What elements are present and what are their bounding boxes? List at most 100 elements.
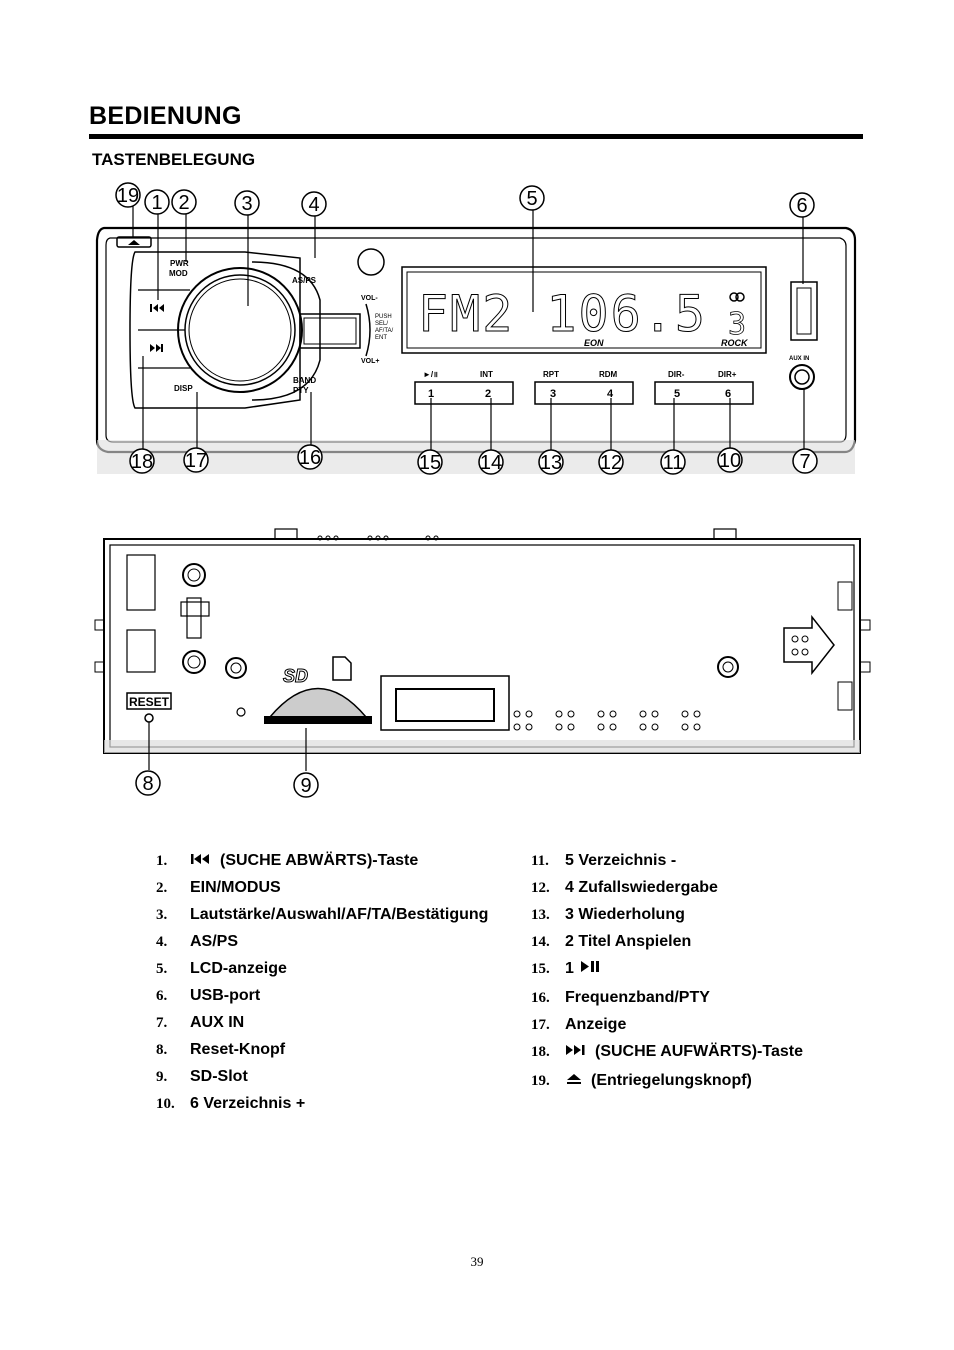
callout-number: 11 [663,452,684,474]
preset-label: RPT [543,370,559,379]
arrow-icon [783,614,835,676]
legend-item: 7.AUX IN [156,1014,244,1032]
disp-label: DISP [174,384,193,393]
legend-item: 5. LCD-anzeige [156,960,287,978]
legend-item: 19. (Entriegelungsknopf) [531,1072,752,1090]
legend-text: Lautstärke/Auswahl/AF/TA/Bestätigung [190,906,489,923]
legend-item: 12.4 Zufallswiedergabe [531,879,718,897]
preset-label: ►/॥ [423,370,438,379]
lcd-eon: EON [584,338,604,348]
legend-number: 6. [156,987,168,1004]
legend-number: 3. [156,906,168,923]
legend-text: 5 Verzeichnis - [565,852,677,869]
legend-item: 3. Lautstärke/Auswahl/AF/TA/Bestätigung [156,906,488,924]
preset-button-5-6[interactable] [654,381,754,405]
preset-number: 3 [550,388,556,400]
callout-circle [115,182,141,208]
legend-text: (SUCHE ABWÄRTS)-Taste [220,852,419,869]
usb-port[interactable] [790,281,818,341]
push-label: PUSH [375,314,392,320]
callout-number: 2 [178,192,189,214]
front-panel-diagram: PWR MOD DISP AS/PS BAND PTY VOL- VOL+ PU… [95,182,857,475]
callout-number: 19 [117,185,139,207]
legend-item: 2.EIN/MODUS [156,879,281,897]
legend-text: LCD-anzeige [190,960,287,977]
legend-item: 14. 2 Titel Anspielen [531,933,691,951]
callout-circle [792,448,818,474]
legend-text: (SUCHE AUFWÄRTS)-Taste [595,1043,803,1060]
volume-knob[interactable] [177,267,303,393]
callout-circle [417,449,443,475]
lcd-rock: ROCK [721,338,749,348]
callout-circle [717,447,743,473]
callout-circle [129,448,155,474]
page-number: 39 [470,1254,484,1269]
callout-circle [598,449,624,475]
legend-text: 4 Zufallswiedergabe [565,879,718,896]
pty-label: PTY [293,386,309,395]
eject-icon [565,1072,583,1090]
legend-number: 10. [156,1095,175,1112]
lcd-display [401,266,767,354]
legend-number: 8. [156,1041,168,1058]
aux-in-jack[interactable] [789,364,815,390]
callout-circle [478,449,504,475]
ent-label: ENT [375,335,387,341]
legend-number: 1. [156,852,168,869]
legend-item: 18.(SUCHE AUFWÄRTS)-Taste [531,1043,803,1061]
prev-track-icon [190,852,212,870]
callout-circle [183,447,209,473]
legend-number: 19. [531,1072,550,1089]
legend-text: (Entriegelungsknopf) [591,1072,752,1089]
vol-minus-label: VOL- [361,295,378,302]
legend-text: AS/PS [190,933,239,950]
legend-text: SD-Slot [190,1068,248,1085]
legend-text: 2 Titel Anspielen [565,933,692,950]
section-subtitle: TASTENBELEGUNG [92,150,256,169]
callout-number: 13 [540,452,562,474]
play-pause-icon [580,960,602,978]
legend-number: 9. [156,1068,168,1085]
release-button[interactable] [116,236,152,248]
stereo-icon [729,292,745,302]
next-track-icon[interactable] [150,344,163,352]
legend-number: 14. [531,933,550,950]
callout-circle [144,189,170,215]
legend-item: 15.1 [531,960,610,978]
callout-number: 3 [241,193,252,215]
legend-text: USB-port [190,987,261,1004]
legend-text: 3 Wiederholung [565,906,685,923]
sd-slot[interactable] [264,716,372,724]
callout-number: 9 [300,775,311,797]
callout-number: 15 [419,452,441,474]
legend-number: 15. [531,960,550,977]
callout-number: 10 [719,450,741,472]
legend-item: 17.Anzeige [531,1016,626,1034]
legend-item: 8.Reset-Knopf [156,1041,285,1059]
legend-number: 5. [156,960,168,977]
reset-button[interactable] [144,713,154,723]
callout-circle [171,189,197,215]
preset-number: 2 [485,388,491,400]
legend-text: Frequenzband/PTY [565,989,710,1006]
prev-track-icon[interactable] [150,304,164,312]
legend-number: 4. [156,933,168,950]
legend-item: 10.6 Verzeichnis + [156,1095,305,1113]
preset-button-1-2[interactable] [414,381,514,405]
preset-label: INT [480,370,493,379]
legend-item: 9. SD-Slot [156,1068,248,1086]
mod-label: MOD [169,269,188,278]
preset-button-3-4[interactable] [534,381,634,405]
preset-label: RDM [599,370,618,379]
legend-item: 6. USB-port [156,987,260,1005]
preset-label: DIR- [668,370,685,379]
band-label: BAND [293,376,316,385]
legend-number: 11. [531,852,549,869]
legend-item: 16.Frequenzband/PTY [531,989,710,1007]
title-rule [89,134,863,139]
sd-logo: SD [283,666,308,686]
reset-label: RESET [129,695,170,709]
legend-text: Anzeige [565,1016,627,1033]
callout-number: 14 [480,452,502,474]
